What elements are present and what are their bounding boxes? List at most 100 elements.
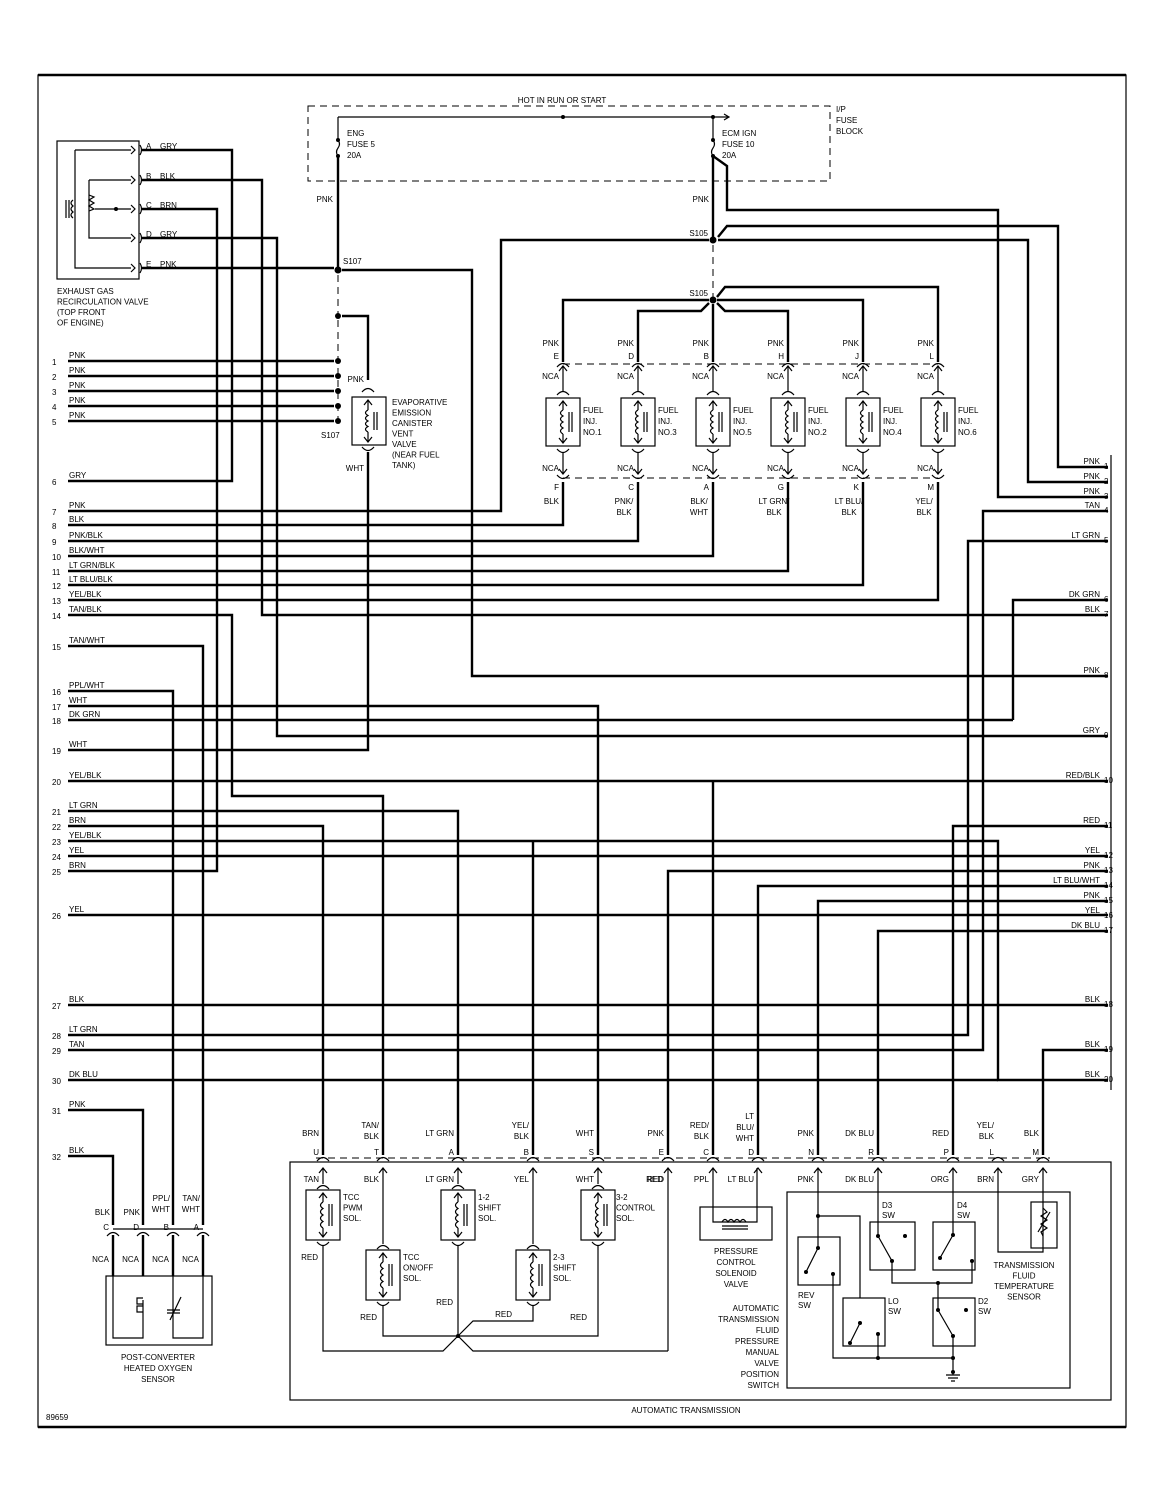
wire-color: LT GRN/ bbox=[759, 497, 791, 506]
arrow-icon bbox=[130, 204, 136, 214]
connector-terminal-icon bbox=[931, 362, 945, 368]
splice-dot bbox=[335, 418, 341, 424]
coil-icon bbox=[634, 409, 640, 435]
fuse-block-name: I/P bbox=[836, 105, 846, 114]
solenoid-label: 3-2 bbox=[616, 1193, 628, 1202]
injector-label: FUEL bbox=[658, 406, 679, 415]
egr-label: EXHAUST GAS bbox=[57, 287, 114, 296]
node bbox=[938, 1256, 942, 1260]
injector-wire bbox=[68, 482, 940, 602]
pin-label: H bbox=[778, 352, 784, 361]
injector-box bbox=[770, 397, 806, 447]
wire-left-7 bbox=[68, 238, 709, 513]
wire-color: PNK bbox=[798, 1175, 815, 1184]
terminal-number: 13 bbox=[1104, 866, 1113, 875]
wire-right-19 bbox=[1041, 1048, 1108, 1155]
sw-blade bbox=[937, 1309, 954, 1337]
potentiometer-icon bbox=[87, 194, 96, 212]
inj-feed bbox=[716, 285, 940, 362]
wire-color: BLK bbox=[69, 1146, 85, 1155]
injector-label: NO.4 bbox=[883, 428, 902, 437]
wire-color: PNK bbox=[543, 339, 560, 348]
connector-terminal-icon bbox=[811, 1156, 825, 1162]
nca-label: NCA bbox=[767, 372, 785, 381]
wire-color: RED/BLK bbox=[1066, 771, 1101, 780]
connector-terminal-icon bbox=[781, 362, 795, 368]
connector-terminal-icon bbox=[706, 1156, 720, 1162]
o2-label: POST-CONVERTER bbox=[121, 1353, 195, 1362]
terminal-number: 21 bbox=[52, 808, 61, 817]
pin-label: K bbox=[854, 483, 860, 492]
connector-terminal-icon bbox=[526, 1156, 540, 1162]
connector-terminal-icon bbox=[931, 474, 945, 480]
egr-node bbox=[114, 207, 118, 211]
connector-terminal-icon bbox=[139, 232, 143, 244]
solenoid-label: SOL. bbox=[343, 1214, 361, 1223]
terminal-number: 30 bbox=[52, 1077, 61, 1086]
wire-color: BLK bbox=[694, 1132, 710, 1141]
wire-31 bbox=[68, 1108, 145, 1225]
terminal-number: 2 bbox=[52, 373, 57, 382]
wire-color: TAN/BLK bbox=[69, 605, 102, 614]
injector-label: FUEL bbox=[583, 406, 604, 415]
splice-label: S107 bbox=[343, 257, 362, 266]
terminal-number: 5 bbox=[52, 418, 57, 427]
manual-valve-label: VALVE bbox=[754, 1359, 779, 1368]
wire-color: YEL bbox=[514, 1175, 530, 1184]
switch-label: SW bbox=[882, 1211, 895, 1220]
evap-label: VALVE bbox=[392, 440, 417, 449]
pin-label: G bbox=[778, 483, 784, 492]
solenoid-label: 2-3 bbox=[553, 1253, 565, 1262]
egr-pin: B bbox=[146, 172, 151, 181]
arrow-icon bbox=[783, 468, 793, 475]
o2-heater bbox=[112, 1276, 144, 1339]
terminal-number: 9 bbox=[1104, 731, 1109, 740]
node bbox=[951, 1233, 955, 1237]
solenoid-label: TCC bbox=[403, 1253, 420, 1262]
pin-label: C bbox=[628, 483, 634, 492]
wire-color: GRY bbox=[1022, 1175, 1040, 1184]
wire-color: RED bbox=[570, 1313, 587, 1322]
wire-color: PNK bbox=[124, 1208, 141, 1217]
injector-label: NO.1 bbox=[583, 428, 602, 437]
connector-terminal-icon bbox=[361, 387, 375, 393]
terminal-number: 6 bbox=[52, 478, 57, 487]
splice-label: S105 bbox=[689, 229, 708, 238]
terminal-number: 24 bbox=[52, 853, 61, 862]
wire-color: YEL/BLK bbox=[69, 771, 102, 780]
connector-terminal-icon bbox=[661, 1156, 675, 1162]
pin-label: B bbox=[164, 1223, 169, 1232]
wire-color: BLK bbox=[1085, 995, 1101, 1004]
wire-color: TAN/ bbox=[361, 1121, 379, 1130]
wire-color: YEL bbox=[1085, 906, 1101, 915]
wire-color: WHT bbox=[152, 1205, 170, 1214]
wire-color: ORG bbox=[931, 1175, 949, 1184]
fuse-label: 20A bbox=[347, 151, 362, 160]
arrow-right-icon bbox=[713, 113, 731, 121]
wire-color: GRY bbox=[69, 471, 87, 480]
terminal-number: 19 bbox=[1104, 1045, 1113, 1054]
nca-label: NCA bbox=[617, 372, 635, 381]
wire-color: PPL bbox=[694, 1175, 710, 1184]
injector-box bbox=[545, 397, 581, 447]
wire-color: BLK bbox=[841, 508, 857, 517]
wire-color: GRY bbox=[160, 142, 178, 151]
terminal-number: 26 bbox=[52, 912, 61, 921]
injector-label: NO.2 bbox=[808, 428, 827, 437]
wire-14 bbox=[68, 613, 385, 1155]
evap-box bbox=[351, 396, 387, 446]
connector-terminal-icon bbox=[106, 1231, 120, 1237]
pin-label: M bbox=[1032, 1148, 1039, 1157]
wire-color: BRN bbox=[160, 201, 177, 210]
nca-label: NCA bbox=[692, 372, 710, 381]
solenoid-box bbox=[515, 1249, 551, 1301]
terminal-number: 18 bbox=[1104, 1000, 1113, 1009]
node bbox=[951, 1356, 955, 1360]
tft-label: FLUID bbox=[1012, 1272, 1035, 1281]
egr-pin: E bbox=[146, 260, 151, 269]
fuse-icon bbox=[710, 139, 716, 157]
coil-icon bbox=[364, 409, 370, 433]
injector-label: INJ. bbox=[958, 417, 972, 426]
egr-d-wire bbox=[142, 236, 1108, 738]
